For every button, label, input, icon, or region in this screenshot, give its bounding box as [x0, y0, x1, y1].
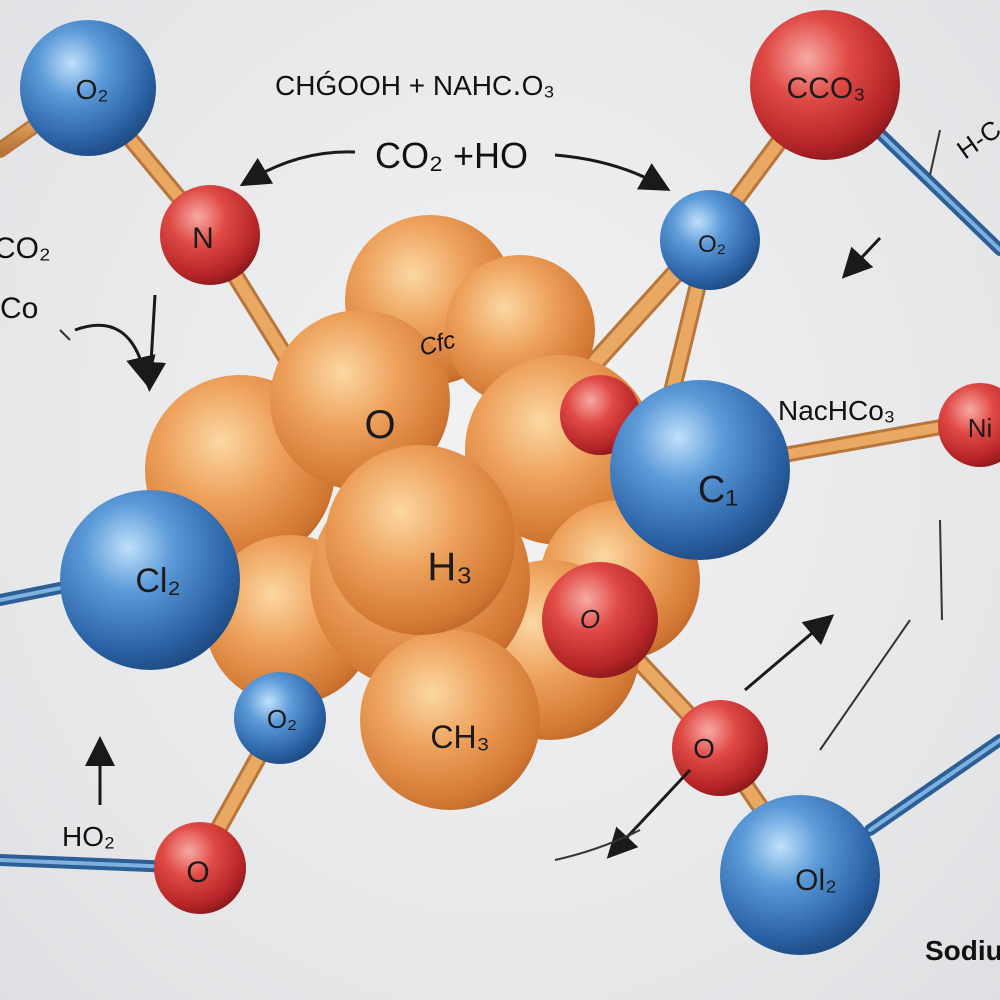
- label-o2-top-left: O₂: [76, 74, 109, 105]
- arrow-left-down: [136, 294, 167, 392]
- atom-cco3-top-right: [750, 10, 900, 160]
- label-o-bottom-left: O: [186, 856, 209, 889]
- label-left-co2: CO₂: [0, 232, 51, 265]
- arrow-right-reaction: [554, 153, 671, 191]
- atom-o2-bottom-left: [234, 672, 326, 764]
- atom-o-bottom-right: [672, 700, 768, 796]
- atom-cl2-left: [60, 490, 240, 670]
- equation-text: CHǴOOH + NAHC․O₃ CO₂ +HO: [275, 70, 555, 176]
- atom-ni-right: [938, 383, 1000, 467]
- label-n-left: N: [192, 222, 214, 255]
- equation-reactants: CHǴOOH + NAHC․O₃: [275, 70, 555, 101]
- arrow-left-curve: [74, 323, 156, 387]
- atoms: [20, 10, 1000, 955]
- label-o2-bottom-left: O₂: [267, 704, 297, 734]
- equation-products: CO₂ +HO: [375, 135, 528, 176]
- stray-strokes: [59, 129, 943, 861]
- atom-o-bottom-left: [154, 822, 246, 914]
- atom-o2-top-left: [20, 20, 156, 156]
- label-sodium-compound: NacHCo₃: [778, 395, 895, 426]
- arrow-down-left: [606, 768, 692, 859]
- orange-core: [145, 215, 700, 810]
- label-top-right-hc: H-C: [951, 114, 1000, 165]
- label-c1: C₁: [698, 469, 738, 511]
- label-cl2: Cl₂: [135, 562, 180, 600]
- atom-ol2-bottom-right: [720, 795, 880, 955]
- atom-n-left: [160, 185, 260, 285]
- side-labels: H-C CO₂ Co NacHCo₃ HO₂ Sodiu Cfc: [0, 114, 1000, 966]
- arrow-up-right: [744, 614, 835, 692]
- label-left-co: Co: [0, 292, 38, 325]
- atom-o2-right: [660, 190, 760, 290]
- label-bottom-right-sodiu: Sodiu: [925, 935, 1000, 966]
- atom-labels: O₂ N CCO₃ O₂ Ni C₁ Cl₂ O O₂ O O Ol₂ O H₃…: [76, 72, 993, 897]
- label-o-red-center: O: [580, 604, 600, 634]
- label-core-ch3: CH₃: [430, 719, 489, 755]
- label-ho2: HO₂: [62, 821, 115, 852]
- label-o2-right: O₂: [698, 231, 726, 258]
- atom-o-red-center: [542, 562, 658, 678]
- arrow-left-reaction: [239, 150, 356, 187]
- label-o-bottom-right: O: [693, 733, 715, 764]
- label-cco3: CCO₃: [787, 72, 866, 105]
- label-ni-right: Ni: [968, 413, 993, 443]
- label-ol2: Ol₂: [795, 864, 837, 897]
- arrow-top-right-mid: [841, 236, 882, 279]
- atom-c1-big: [610, 380, 790, 560]
- label-core-h3: H₃: [427, 545, 472, 589]
- label-core-o: O: [364, 403, 395, 447]
